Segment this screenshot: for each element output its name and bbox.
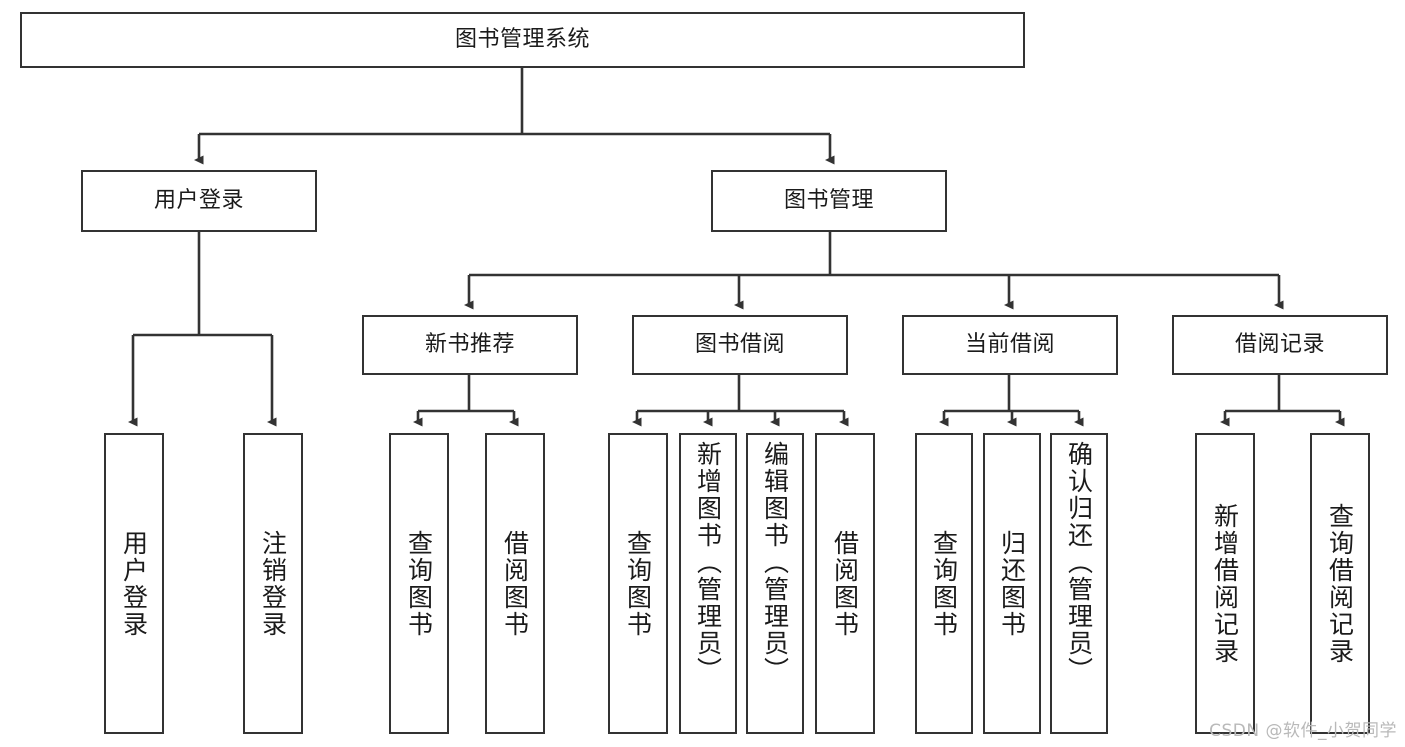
leaf-new-book-query[interactable]: 查询图书 — [389, 433, 449, 734]
leaf-book-borrow-edit[interactable]: 编辑图书（管理员） — [746, 433, 804, 734]
leaf-book-borrow-lend[interactable]: 借阅图书 — [815, 433, 875, 734]
node-label: 图书借阅 — [694, 331, 785, 357]
node-root-system[interactable]: 图书管理系统 — [20, 12, 1025, 68]
node-label: 查询图书 — [404, 529, 434, 638]
node-label: 新增借阅记录 — [1210, 502, 1240, 665]
watermark-text: CSDN @软件_小贺同学 — [1209, 721, 1397, 741]
leaf-new-book-borrow[interactable]: 借阅图书 — [485, 433, 545, 734]
leaf-current-borrow-return[interactable]: 归还图书 — [983, 433, 1041, 734]
leaf-current-borrow-confirm-return[interactable]: 确认归还（管理员） — [1050, 433, 1108, 734]
leaf-book-borrow-query[interactable]: 查询图书 — [608, 433, 668, 734]
leaf-user-login-login[interactable]: 用户登录 — [104, 433, 164, 734]
leaf-user-login-logout[interactable]: 注销登录 — [243, 433, 303, 734]
node-current-borrow[interactable]: 当前借阅 — [902, 315, 1118, 375]
node-book-management[interactable]: 图书管理 — [711, 170, 947, 232]
node-label: 用户登录 — [153, 187, 244, 213]
node-label: 确认归还（管理员） — [1064, 441, 1094, 684]
node-book-borrow[interactable]: 图书借阅 — [632, 315, 848, 375]
node-label: 借阅图书 — [830, 529, 860, 638]
node-label: 新增图书（管理员） — [693, 441, 723, 684]
node-label: 新书推荐 — [424, 331, 515, 357]
node-label: 借阅记录 — [1234, 331, 1325, 357]
node-new-book-recommend[interactable]: 新书推荐 — [362, 315, 578, 375]
node-label: 查询借阅记录 — [1325, 502, 1355, 665]
node-label: 注销登录 — [258, 529, 288, 638]
node-label: 归还图书 — [997, 529, 1027, 638]
node-label: 当前借阅 — [964, 331, 1055, 357]
leaf-book-borrow-add[interactable]: 新增图书（管理员） — [679, 433, 737, 734]
node-label: 图书管理 — [783, 187, 874, 213]
node-user-login[interactable]: 用户登录 — [81, 170, 317, 232]
leaf-borrow-record-add[interactable]: 新增借阅记录 — [1195, 433, 1255, 734]
node-label: 编辑图书（管理员） — [760, 441, 790, 684]
node-label: 查询图书 — [929, 529, 959, 638]
node-label: 查询图书 — [623, 529, 653, 638]
node-label: 借阅图书 — [500, 529, 530, 638]
node-label: 图书管理系统 — [454, 26, 590, 52]
leaf-borrow-record-query[interactable]: 查询借阅记录 — [1310, 433, 1370, 734]
node-borrow-record[interactable]: 借阅记录 — [1172, 315, 1388, 375]
node-label: 用户登录 — [119, 529, 149, 638]
leaf-current-borrow-query[interactable]: 查询图书 — [915, 433, 973, 734]
